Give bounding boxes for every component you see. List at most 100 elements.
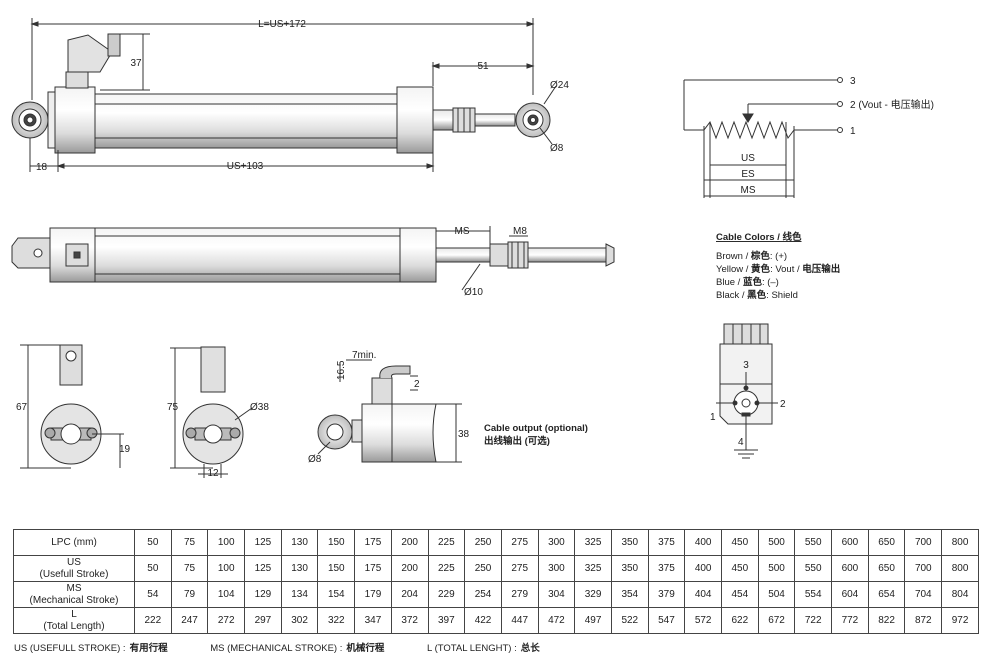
cable-output-subtitle: 出线输出 (可选) — [484, 435, 550, 447]
table-row-header: MS(Mechanical Stroke) — [13, 581, 135, 608]
table-cell: 375 — [647, 529, 686, 556]
table-cell: 125 — [244, 529, 282, 556]
table-cell: 650 — [867, 555, 906, 582]
legend-l: L (TOTAL LENGHT) : — [427, 643, 517, 654]
table-cell: 450 — [721, 529, 759, 556]
table-cell: 550 — [794, 529, 833, 556]
svg-text:Blue / 蓝色: (–): Blue / 蓝色: (–) — [716, 276, 779, 288]
cable-color-brown: Brown / 棕色: (+) — [716, 250, 787, 262]
cable-output-title: Cable output (optional) — [484, 423, 588, 434]
dim-dia-8-side: Ø8 — [308, 454, 322, 465]
table-cell: 75 — [170, 529, 209, 556]
table-cell: 350 — [610, 555, 649, 582]
table-cell: 800 — [941, 555, 979, 582]
svg-text:Brown / 棕色: (+): Brown / 棕色: (+) — [716, 250, 787, 262]
table-cell: 622 — [721, 607, 759, 634]
table-cell: 279 — [500, 581, 539, 608]
table-cell: 800 — [941, 529, 979, 556]
table-cell: 200 — [390, 555, 429, 582]
table-cell: 522 — [610, 607, 649, 634]
cable-color-blue: Blue / 蓝色: (–) — [716, 276, 779, 288]
end-view-right — [170, 346, 253, 478]
schematic-ms: MS — [741, 185, 756, 196]
table-cell: 50 — [134, 529, 172, 556]
table-cell: 454 — [721, 581, 759, 608]
table-cell: 175 — [354, 555, 392, 582]
table-cell: 347 — [354, 607, 392, 634]
table-cell: 329 — [574, 581, 612, 608]
table-cell: 354 — [610, 581, 649, 608]
table-cell: 129 — [244, 581, 282, 608]
svg-text:Black / 黑色: Shield: Black / 黑色: Shield — [716, 289, 798, 301]
legend-ms-cn: 机械行程 — [346, 643, 385, 654]
dim-dia-38: Ø38 — [250, 402, 269, 413]
table-cell: 722 — [794, 607, 833, 634]
table-row-header-line: MS — [66, 582, 82, 594]
dim-height-75: 75 — [167, 402, 179, 413]
dim-7min: 7min. — [352, 350, 376, 361]
dim-ms: MS — [455, 226, 470, 237]
table-cell: 179 — [354, 581, 392, 608]
legend-us-cn: 有用行程 — [129, 643, 168, 654]
table-row-header: LPC (mm) — [13, 529, 135, 556]
table-cell: 450 — [721, 555, 759, 582]
abbreviation-legend: US (USEFULL STROKE) :有用行程 MS (MECHANICAL… — [14, 640, 580, 654]
schematic-us: US — [741, 153, 755, 164]
table-cell: 50 — [134, 555, 172, 582]
table-cell: 500 — [757, 555, 796, 582]
dim-16-5: 16.5 — [336, 360, 347, 380]
table-cell: 247 — [170, 607, 209, 634]
table-cell: 400 — [684, 555, 722, 582]
dim-dia-8-eye: Ø8 — [550, 143, 564, 154]
table-cell: 700 — [904, 529, 943, 556]
table-cell: 130 — [280, 555, 319, 582]
table-cell: 497 — [574, 607, 612, 634]
connector-pin-1: 1 — [710, 412, 716, 423]
table-row-header-line: LPC (mm) — [51, 536, 97, 548]
table-cell: 175 — [354, 529, 392, 556]
dim-rod-end-51: 51 — [477, 61, 489, 72]
table-cell: 400 — [684, 529, 722, 556]
dim-total-length: L=US+172 — [258, 19, 306, 30]
table-cell: 302 — [280, 607, 319, 634]
table-cell: 304 — [537, 581, 576, 608]
table-cell: 404 — [684, 581, 722, 608]
dim-rod-dia-10: Ø10 — [464, 287, 483, 298]
table-cell: 372 — [390, 607, 429, 634]
table-cell: 572 — [684, 607, 722, 634]
table-cell: 604 — [831, 581, 869, 608]
table-cell: 204 — [390, 581, 429, 608]
table-cell: 472 — [537, 607, 576, 634]
table-cell: 154 — [317, 581, 356, 608]
connector-pin-4: 4 — [738, 437, 744, 448]
table-cell: 272 — [207, 607, 246, 634]
cable-colors-title: Cable Colors / 线色 — [716, 231, 802, 243]
table-cell: 130 — [280, 529, 319, 556]
table-cell: 379 — [647, 581, 686, 608]
table-cell: 772 — [831, 607, 869, 634]
schematic-pin-1: 1 — [850, 126, 856, 137]
table-cell: 350 — [610, 529, 649, 556]
table-cell: 150 — [317, 555, 356, 582]
dim-body-length: US+103 — [227, 161, 264, 172]
table-cell: 550 — [794, 555, 833, 582]
potentiometer-schematic — [683, 77, 843, 198]
table-cell: 150 — [317, 529, 356, 556]
table-cell: 275 — [500, 555, 539, 582]
cable-color-yellow: Yellow / 黄色: Vout / 电压输出 — [716, 263, 840, 275]
dim-thread-m8: M8 — [513, 226, 527, 237]
side-view — [11, 226, 615, 291]
table-cell: 79 — [170, 581, 209, 608]
table-cell: 134 — [280, 581, 319, 608]
table-cell: 325 — [574, 555, 612, 582]
connector-pin-3: 3 — [743, 360, 749, 371]
end-view-left — [20, 344, 124, 469]
table-row-header-line: (Mechanical Stroke) — [29, 594, 119, 606]
dim-19: 19 — [119, 444, 131, 455]
table-row-header: L(Total Length) — [13, 607, 135, 634]
dim-height-37: 37 — [130, 58, 142, 69]
schematic-es: ES — [741, 169, 755, 180]
